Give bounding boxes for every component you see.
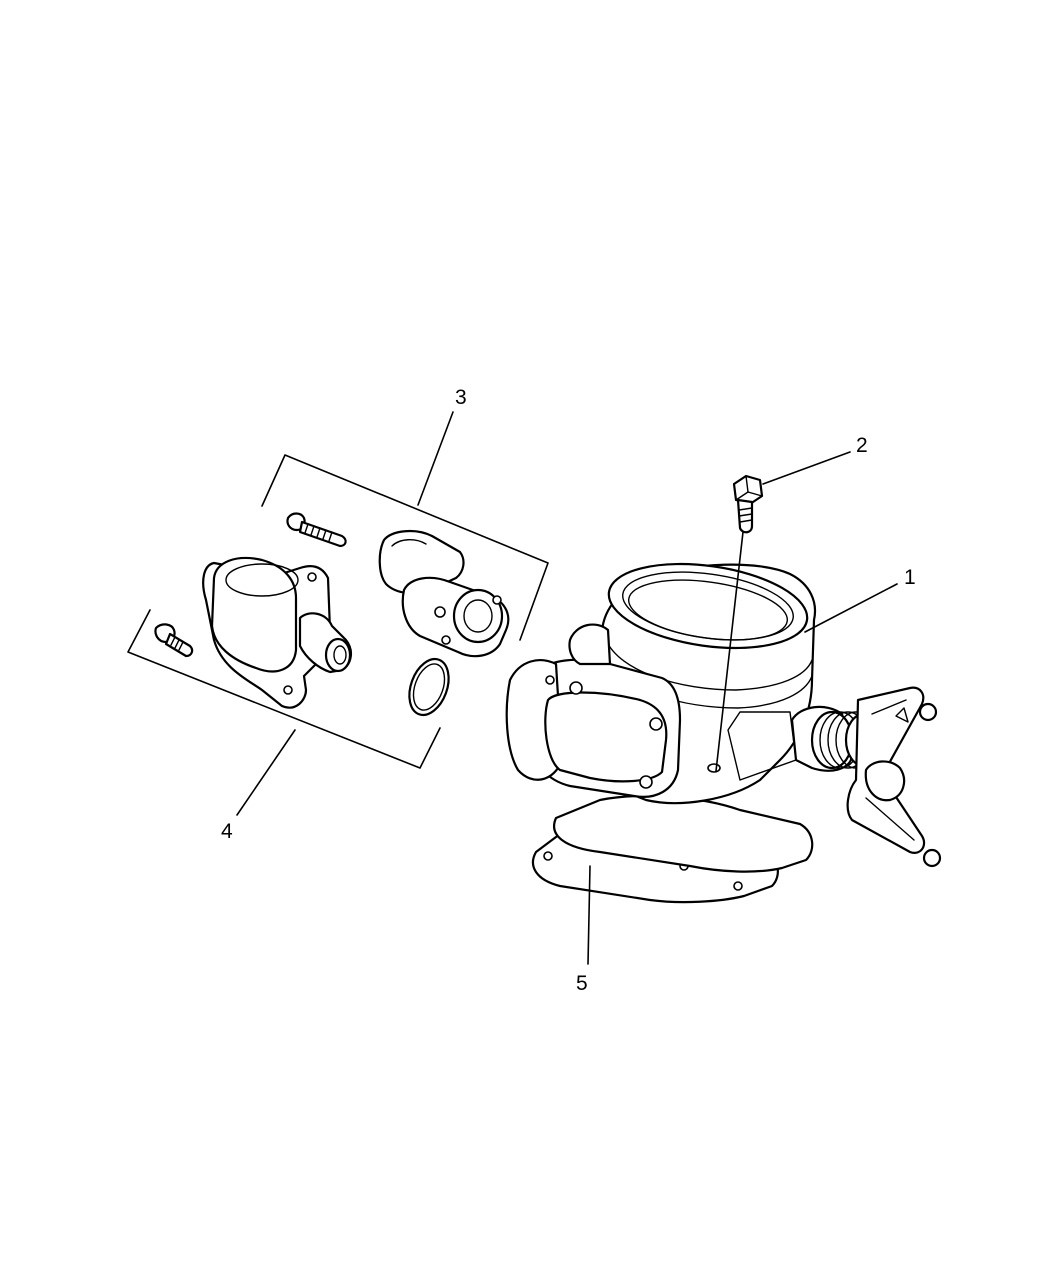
idle-air-control-motor xyxy=(202,556,352,709)
throttle-position-sensor xyxy=(378,530,510,658)
callout-3: 3 xyxy=(455,386,467,409)
callout-1: 1 xyxy=(904,566,916,589)
o-ring xyxy=(408,657,450,717)
callout-2: 2 xyxy=(856,434,868,457)
callout-4: 4 xyxy=(221,820,233,843)
callout-5: 5 xyxy=(576,972,588,995)
iac-screw xyxy=(154,623,194,658)
bolt xyxy=(732,474,764,534)
kit-bracket xyxy=(127,454,549,769)
callouts: 1 2 3 4 5 xyxy=(221,386,916,995)
leader-lines xyxy=(236,411,898,965)
tps-screw xyxy=(286,512,347,548)
throttle-body xyxy=(505,562,942,873)
